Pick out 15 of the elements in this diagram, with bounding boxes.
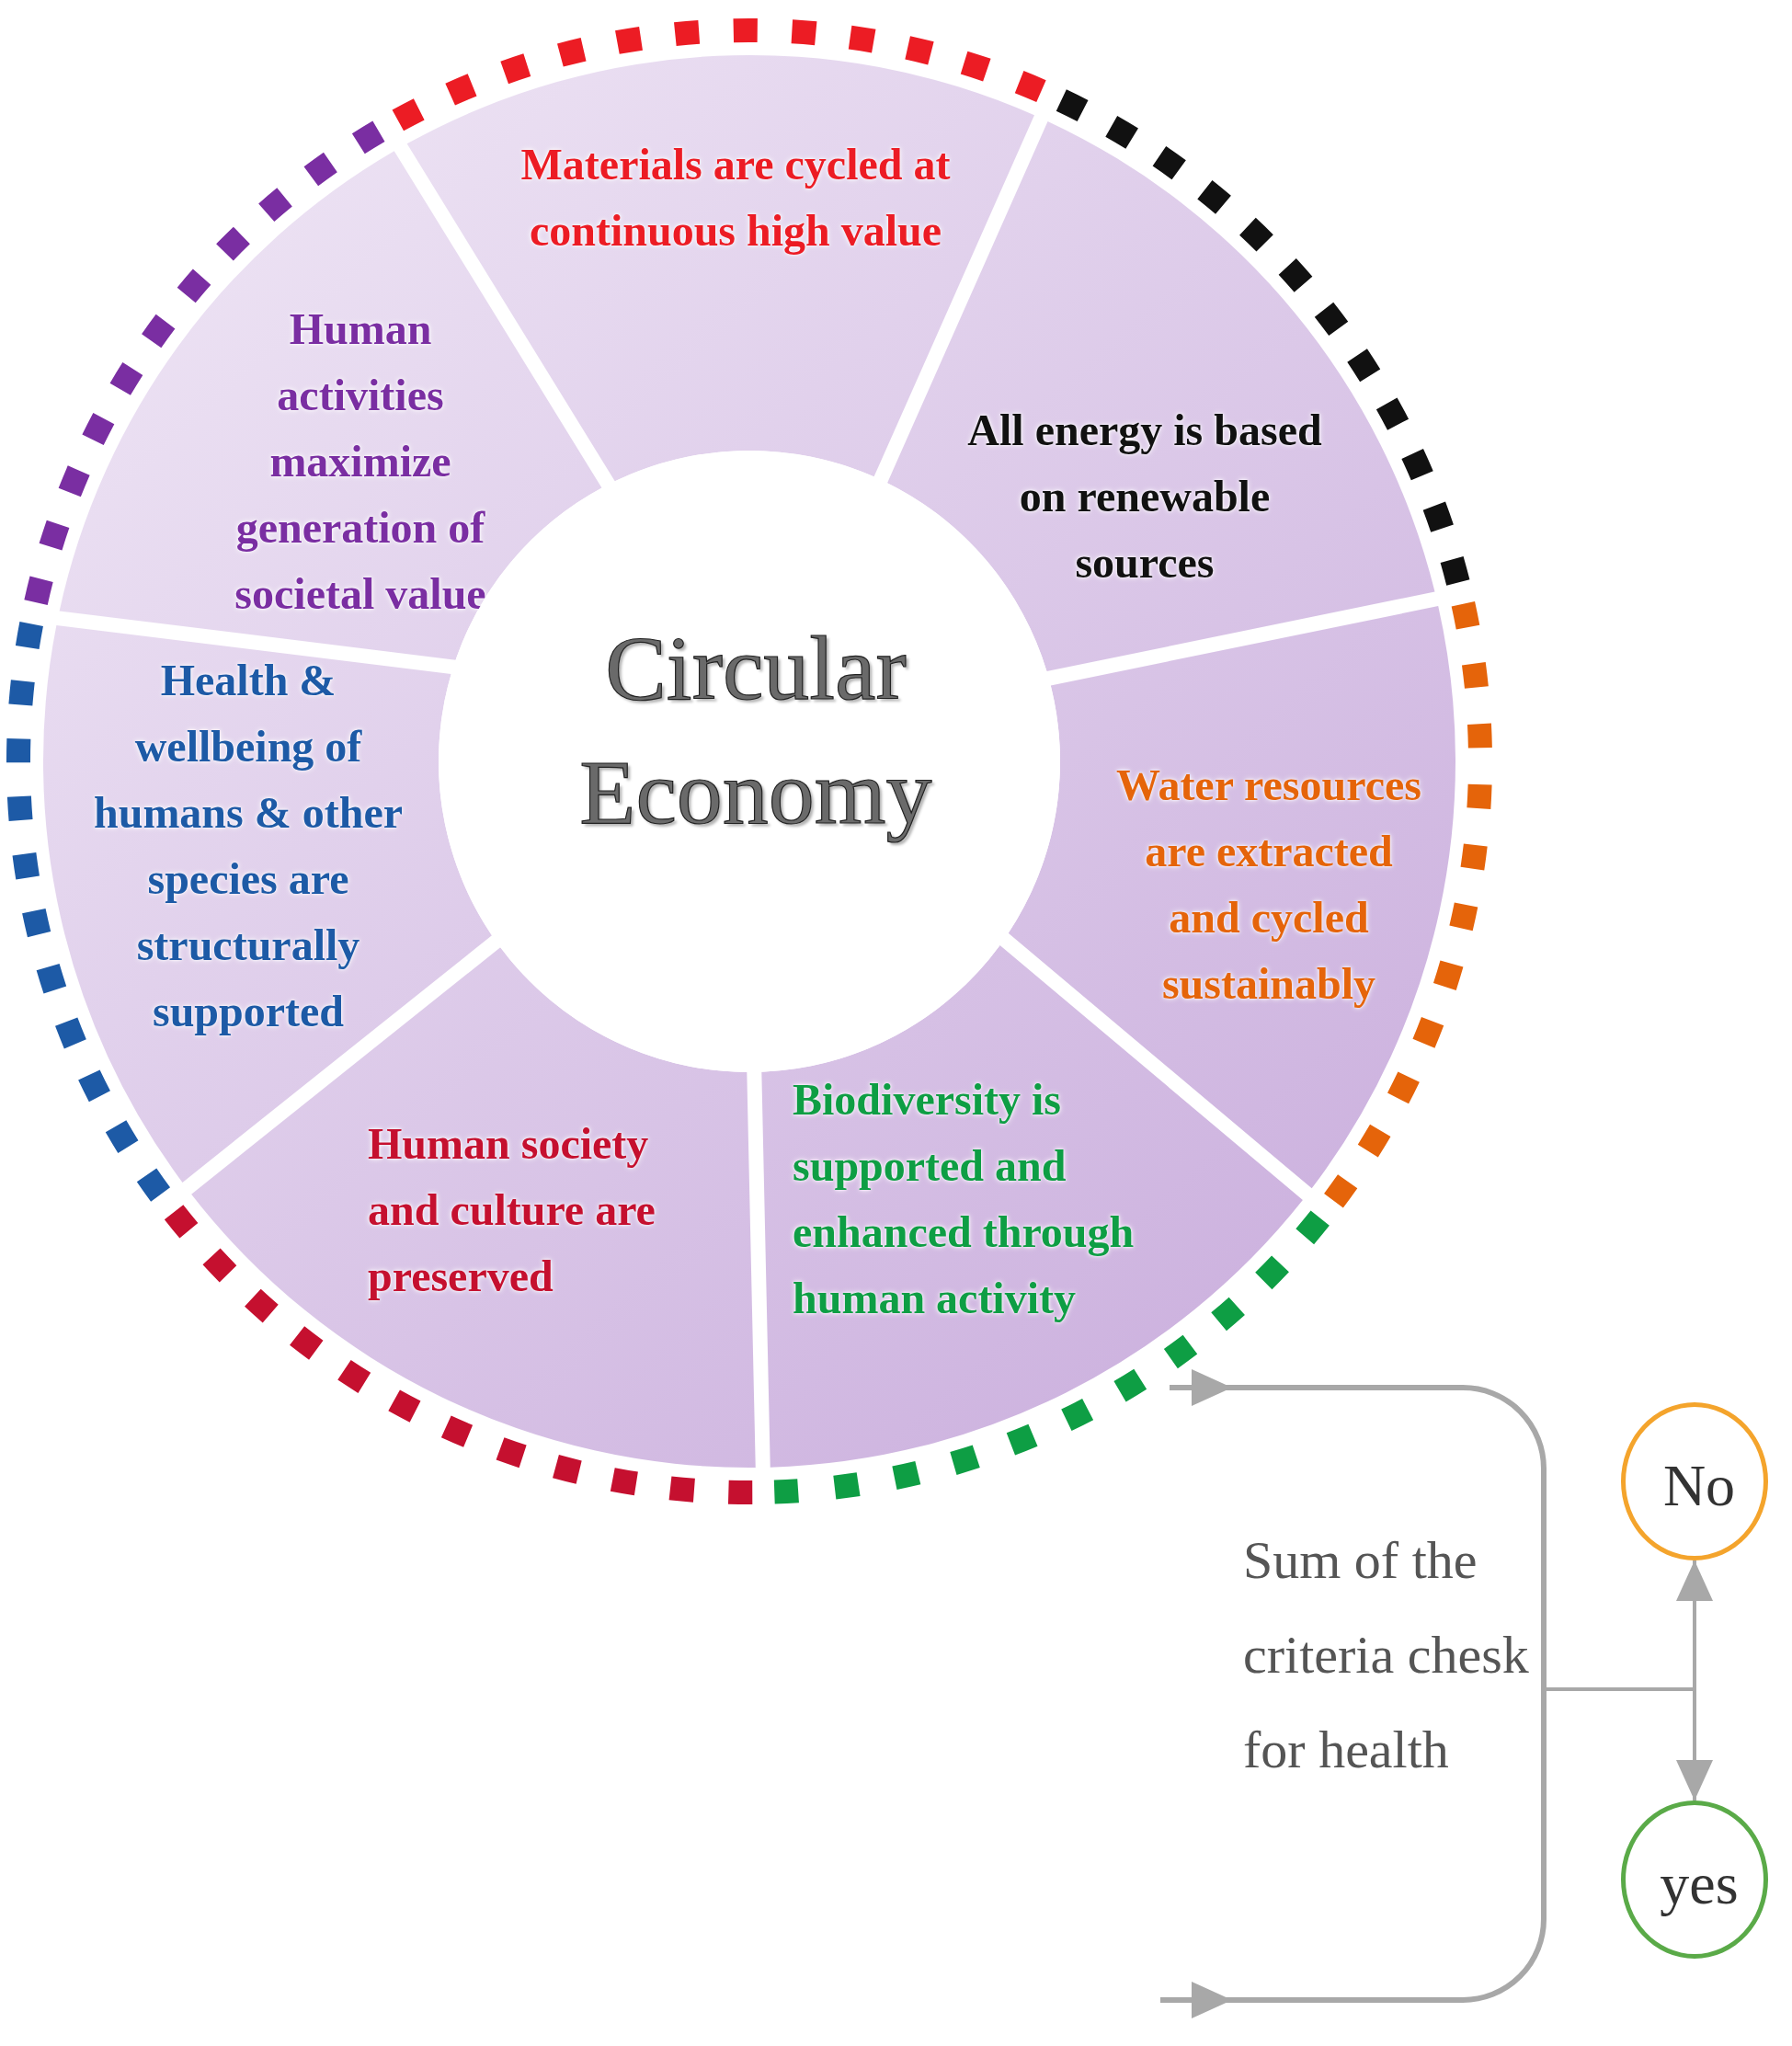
bracket-label: Sum of the criteria chesk for health [1243,1528,1530,1781]
arrow [1547,1687,1713,1800]
segment-label: Materials are cycled at continuous high value [519,139,952,257]
segment-label: All energy is based on renewable sources [966,405,1323,589]
segment-label: Human society and culture are preserved [368,1118,656,1302]
arrow [1170,1369,1232,1406]
segment-label: Human activities maximize generation of societal value [234,303,487,620]
center-title: Circular Economy [578,616,933,845]
arrow [1160,1982,1232,2018]
outcome-label: No [1661,1454,1737,1518]
segment-label: Water resources are extracted and cycled sustainably [1115,760,1422,1010]
segment-label: Biodiversity is supported and enhanced through human activity [793,1074,1136,1324]
bracket [1232,1385,1547,2003]
outcome-label: yes [1659,1852,1740,1916]
segment-label: Health & wellbeing of humans & other species are structurally supported [93,655,404,1037]
